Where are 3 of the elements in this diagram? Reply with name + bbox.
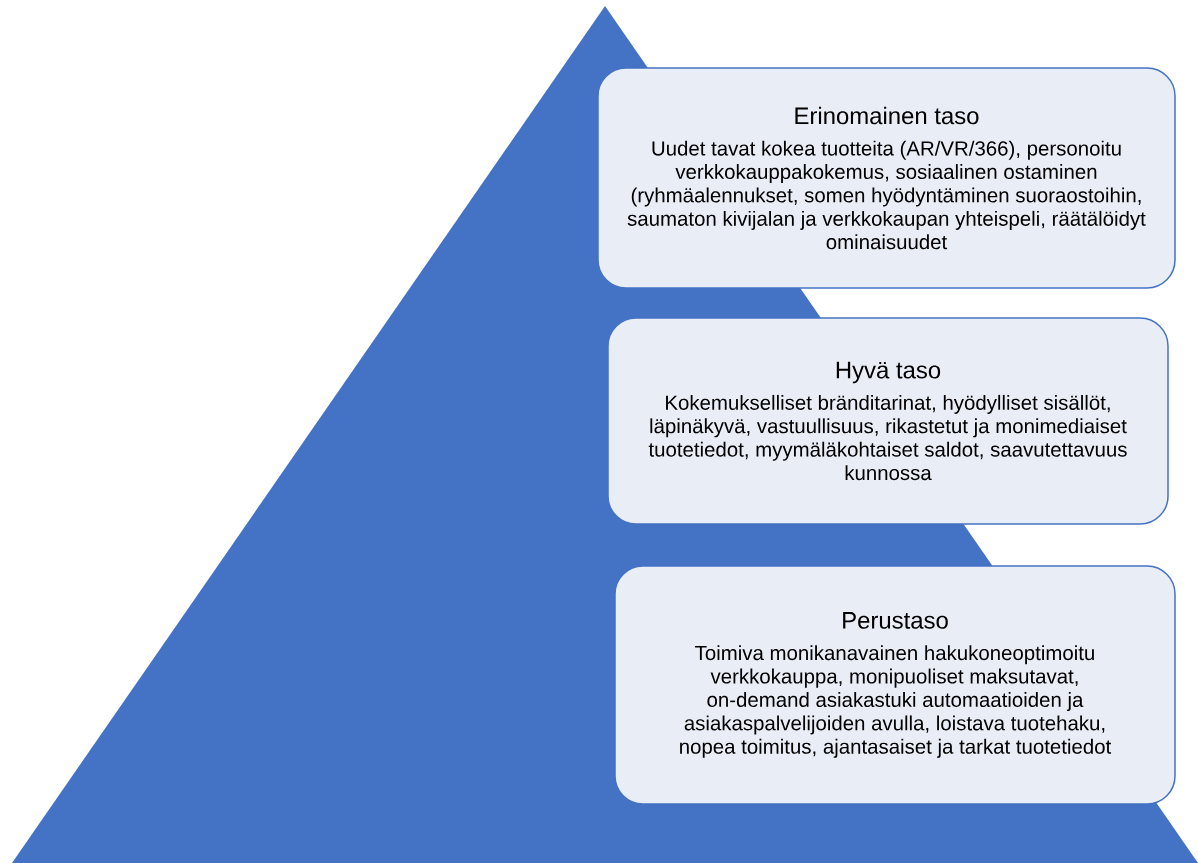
level-box: Perustaso Toimiva monikanavainen hakukoneoptimoitu verkkokauppa, monipuoliset maksutavat, on-demand asiakastuki automaatioiden ja asiakaspalvelijoiden avulla, loistava tuotehaku, nopea toimitus, ajantasaiset ja tarkat tuotetiedot — [614, 565, 1176, 805]
level-box: Hyvä taso Kokemukselliset bränditarinat, hyödylliset sisällöt, läpinäkyvä, vastuullisuus, rikastetut ja monimediaiset tuotetiedot, myymäläkohtaiset saldot, saavutettavuus kunnossa — [607, 317, 1169, 525]
level-box: Erinomainen taso Uudet tavat kokea tuotteita (AR/VR/366), personoitu verkkokauppakokemus, sosiaalinen ostaminen (ryhmäalennukset, somen hyödyntäminen suoraostoihin, saumaton kivijalan ja verkkokaupan yhteispeli, räätälöidyt ominaisuudet — [597, 67, 1176, 289]
